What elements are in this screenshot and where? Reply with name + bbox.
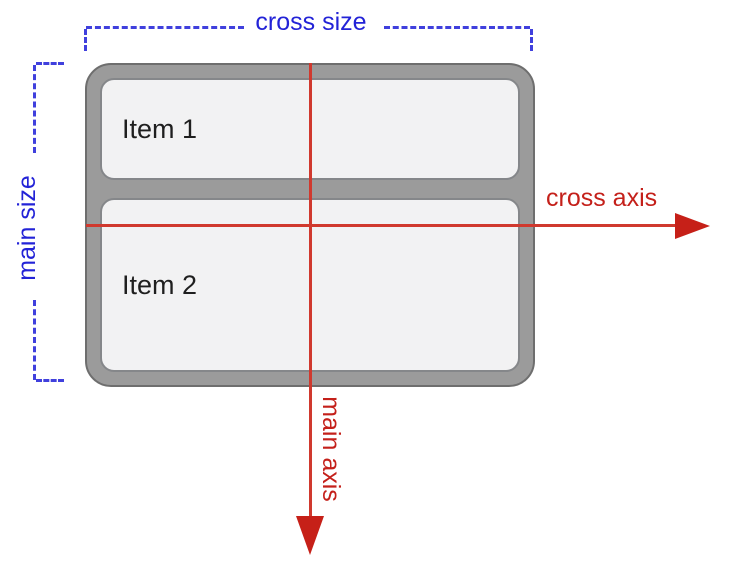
flex-item-2-label: Item 2 (122, 269, 198, 300)
cross-size-dash-left (86, 26, 244, 29)
main-axis-arrow-icon (296, 516, 324, 555)
main-axis-label: main axis (317, 396, 345, 502)
cross-axis-arrow-icon (675, 213, 710, 239)
cross-size-tick-right (530, 29, 533, 51)
cross-size-label: cross size (255, 8, 367, 36)
cross-size-dash-right (384, 26, 530, 29)
cross-size-tick-left (84, 29, 87, 51)
flex-item-1-label: Item 1 (122, 113, 198, 144)
cross-axis-line (86, 224, 677, 227)
main-size-label: main size (13, 175, 41, 281)
cross-axis-label: cross axis (546, 184, 658, 212)
main-size-tick-top (36, 62, 64, 65)
main-size-dash-bottom (33, 300, 36, 380)
main-axis-line (309, 63, 312, 517)
main-size-dash-top (33, 65, 36, 153)
main-size-tick-bottom (36, 379, 64, 382)
